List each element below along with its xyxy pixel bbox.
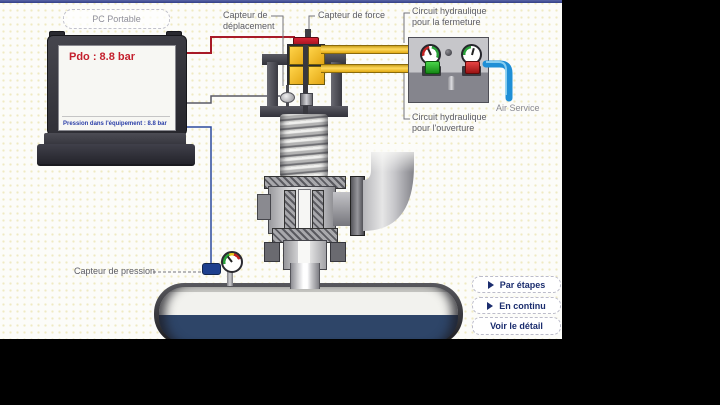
inlet-lug-right [330, 242, 346, 262]
red-pushbutton [465, 61, 480, 74]
laptop-screen: Pdo : 8.8 bar Pression dans l'équipement… [58, 45, 176, 131]
play-icon [487, 280, 494, 289]
frame-post-left [267, 62, 278, 112]
body-lug [257, 194, 271, 220]
valve-channel [298, 189, 311, 233]
ouverture-label: Circuit hydraulique pour l'ouverture [412, 112, 487, 133]
voir-le-detail-label: Voir le détail [490, 321, 543, 331]
body-section-hatch [284, 190, 296, 232]
en-continu-label: En continu [499, 300, 546, 311]
gauge-needle [426, 48, 432, 56]
force-wire [185, 95, 280, 104]
displacement-wire [185, 36, 295, 54]
laptop-base [37, 144, 195, 166]
stem-collar [300, 93, 313, 106]
discharge-elbow-pipe [363, 144, 418, 231]
pc-portable-label: PC Portable [92, 14, 141, 24]
screen-divider [62, 116, 170, 117]
fermeture-label-connector [403, 12, 410, 43]
air-tube-highlight [486, 61, 507, 95]
force-label: Capteur de force [318, 10, 386, 20]
opening-hydraulic-tube [321, 64, 410, 73]
pressure-tank [154, 283, 463, 339]
hydraulic-control-panel [408, 37, 489, 103]
gauge-needle [470, 47, 475, 56]
air-service-label: Air Service [496, 103, 540, 113]
gauge-needle [226, 255, 233, 263]
pc-portable-tag: PC Portable [63, 9, 170, 29]
frame-post-right [331, 62, 342, 112]
pressure-wire [185, 126, 212, 264]
play-icon [487, 301, 494, 310]
air-service-tube [482, 60, 513, 102]
fermeture-label: Circuit hydraulique pour la fermeture [412, 6, 487, 27]
panel-lever [448, 76, 455, 90]
valve-stem [303, 45, 308, 135]
closing-hydraulic-tube [321, 45, 410, 54]
body-section-hatch [312, 190, 324, 232]
en-continu-button[interactable]: En continu [472, 297, 561, 314]
par-etapes-button[interactable]: Par étapes [472, 276, 561, 293]
pipe-opening-fade [367, 144, 418, 172]
inlet-channel [298, 241, 310, 267]
valve-inlet-pipe [290, 263, 320, 289]
green-pushbutton [425, 61, 440, 74]
displacement-probe-disc [280, 92, 295, 103]
ouverture-label-connector [403, 70, 410, 120]
valve-spring [280, 114, 328, 178]
pression-label: Capteur de pression [74, 266, 156, 276]
deplacement-label: Capteur de déplacement [223, 10, 275, 31]
panel-screw [445, 49, 452, 56]
tank-shell [159, 287, 458, 339]
par-etapes-label: Par étapes [499, 279, 546, 290]
force-label-connector [308, 15, 315, 30]
outlet-stub [333, 192, 351, 226]
actuator-cell [308, 46, 325, 65]
actuator-cell [308, 66, 325, 85]
air-tube [482, 60, 513, 102]
wiring-overlay [153, 12, 410, 273]
pression-readout: Pression dans l'équipement : 8.8 bar [63, 120, 167, 127]
window-top-border [0, 0, 562, 3]
force-sensor-pin [305, 29, 311, 38]
pressure-sensor [202, 263, 221, 275]
tank-pressure-gauge [221, 251, 243, 273]
voir-le-detail-button[interactable]: Voir le détail [472, 317, 561, 335]
laptop-keyboard-base [44, 133, 186, 146]
inlet-lug-left [264, 242, 280, 262]
pdo-readout: Pdo : 8.8 bar [69, 51, 136, 63]
gauge-stem [227, 269, 233, 286]
simulation-canvas: PC Portable Pdo : 8.8 bar Pression dans … [0, 0, 562, 339]
